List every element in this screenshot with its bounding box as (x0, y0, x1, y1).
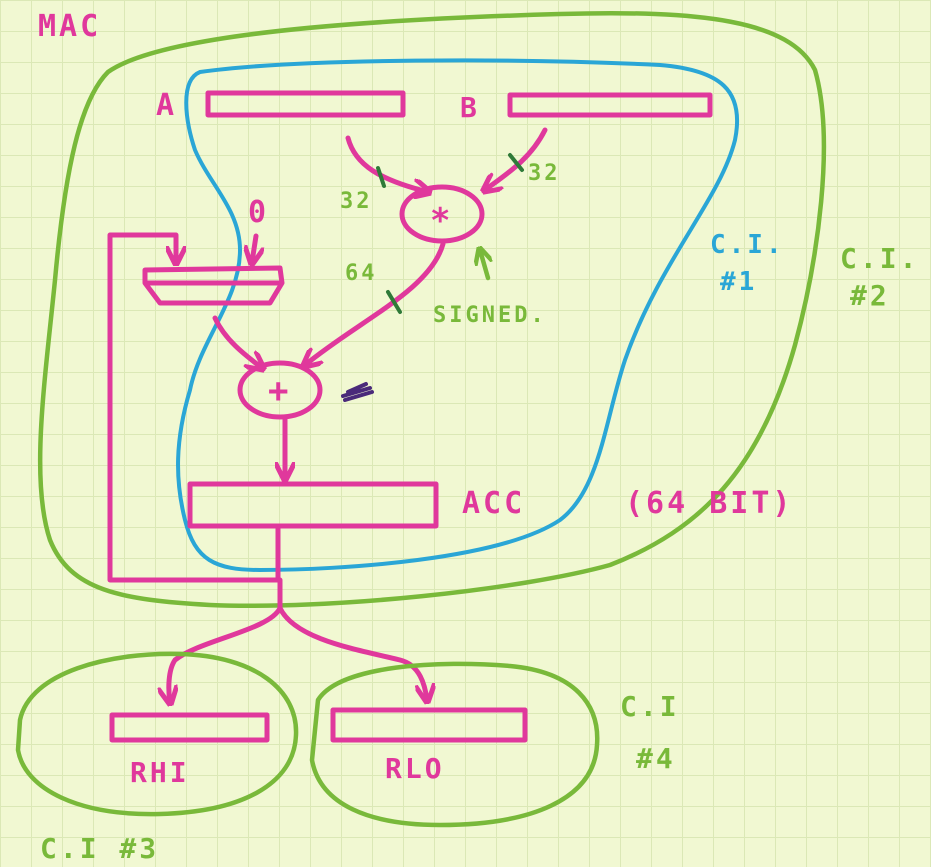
feedback-loop (107, 232, 281, 583)
register-b (507, 92, 713, 118)
register-rhi (109, 712, 270, 743)
register-rlo-label: RLO (385, 752, 445, 785)
arrow-mux-to-adder (212, 315, 262, 368)
ci2-boundary (37, 10, 827, 609)
signed-arrow (480, 250, 488, 281)
scribble-mark-icon (341, 382, 374, 402)
ci2-label-line2: #2 (850, 279, 890, 312)
adder-symbol: + (268, 371, 291, 411)
register-rlo (330, 707, 528, 743)
ci1-boundary (176, 58, 740, 572)
width-label-product: 64 (345, 261, 378, 286)
ci3-boundary (15, 651, 299, 817)
register-acc-note: (64 BIT) (625, 486, 794, 521)
mux (142, 265, 285, 306)
width-label-a: 32 (340, 189, 373, 214)
ci4-boundary (309, 661, 600, 828)
adder (237, 360, 323, 420)
width-tick-product (386, 290, 402, 314)
width-label-b: 32 (528, 161, 561, 186)
multiplier-symbol: * (430, 201, 453, 241)
title-mac: MAC (38, 9, 101, 44)
ci2-label-line1: C.I. (840, 242, 919, 275)
arrow-product-to-adder (305, 241, 446, 365)
ci1-label-line2: #1 (720, 267, 757, 297)
ci1-label-line1: C.I. (710, 230, 785, 260)
zero-input: 0 (248, 195, 269, 230)
ci3-label: C.I #3 (40, 832, 159, 865)
register-a (205, 90, 406, 118)
signed-note: SIGNED. (433, 303, 547, 328)
register-rhi-label: RHI (130, 756, 190, 789)
width-tick-b (508, 153, 524, 172)
arrow-a-to-multiplier (345, 135, 428, 192)
ci4-label-line1: C.I (620, 690, 680, 723)
register-a-label: A (156, 88, 177, 123)
arrow-to-rlo (277, 605, 427, 700)
register-acc-label: ACC (462, 486, 525, 521)
width-tick-a (376, 166, 386, 188)
multiplier (399, 184, 485, 244)
arrow-zero-to-mux (252, 233, 256, 262)
ci4-label-line2: #4 (636, 742, 676, 775)
register-b-label: B (460, 91, 480, 124)
register-acc (187, 481, 439, 529)
